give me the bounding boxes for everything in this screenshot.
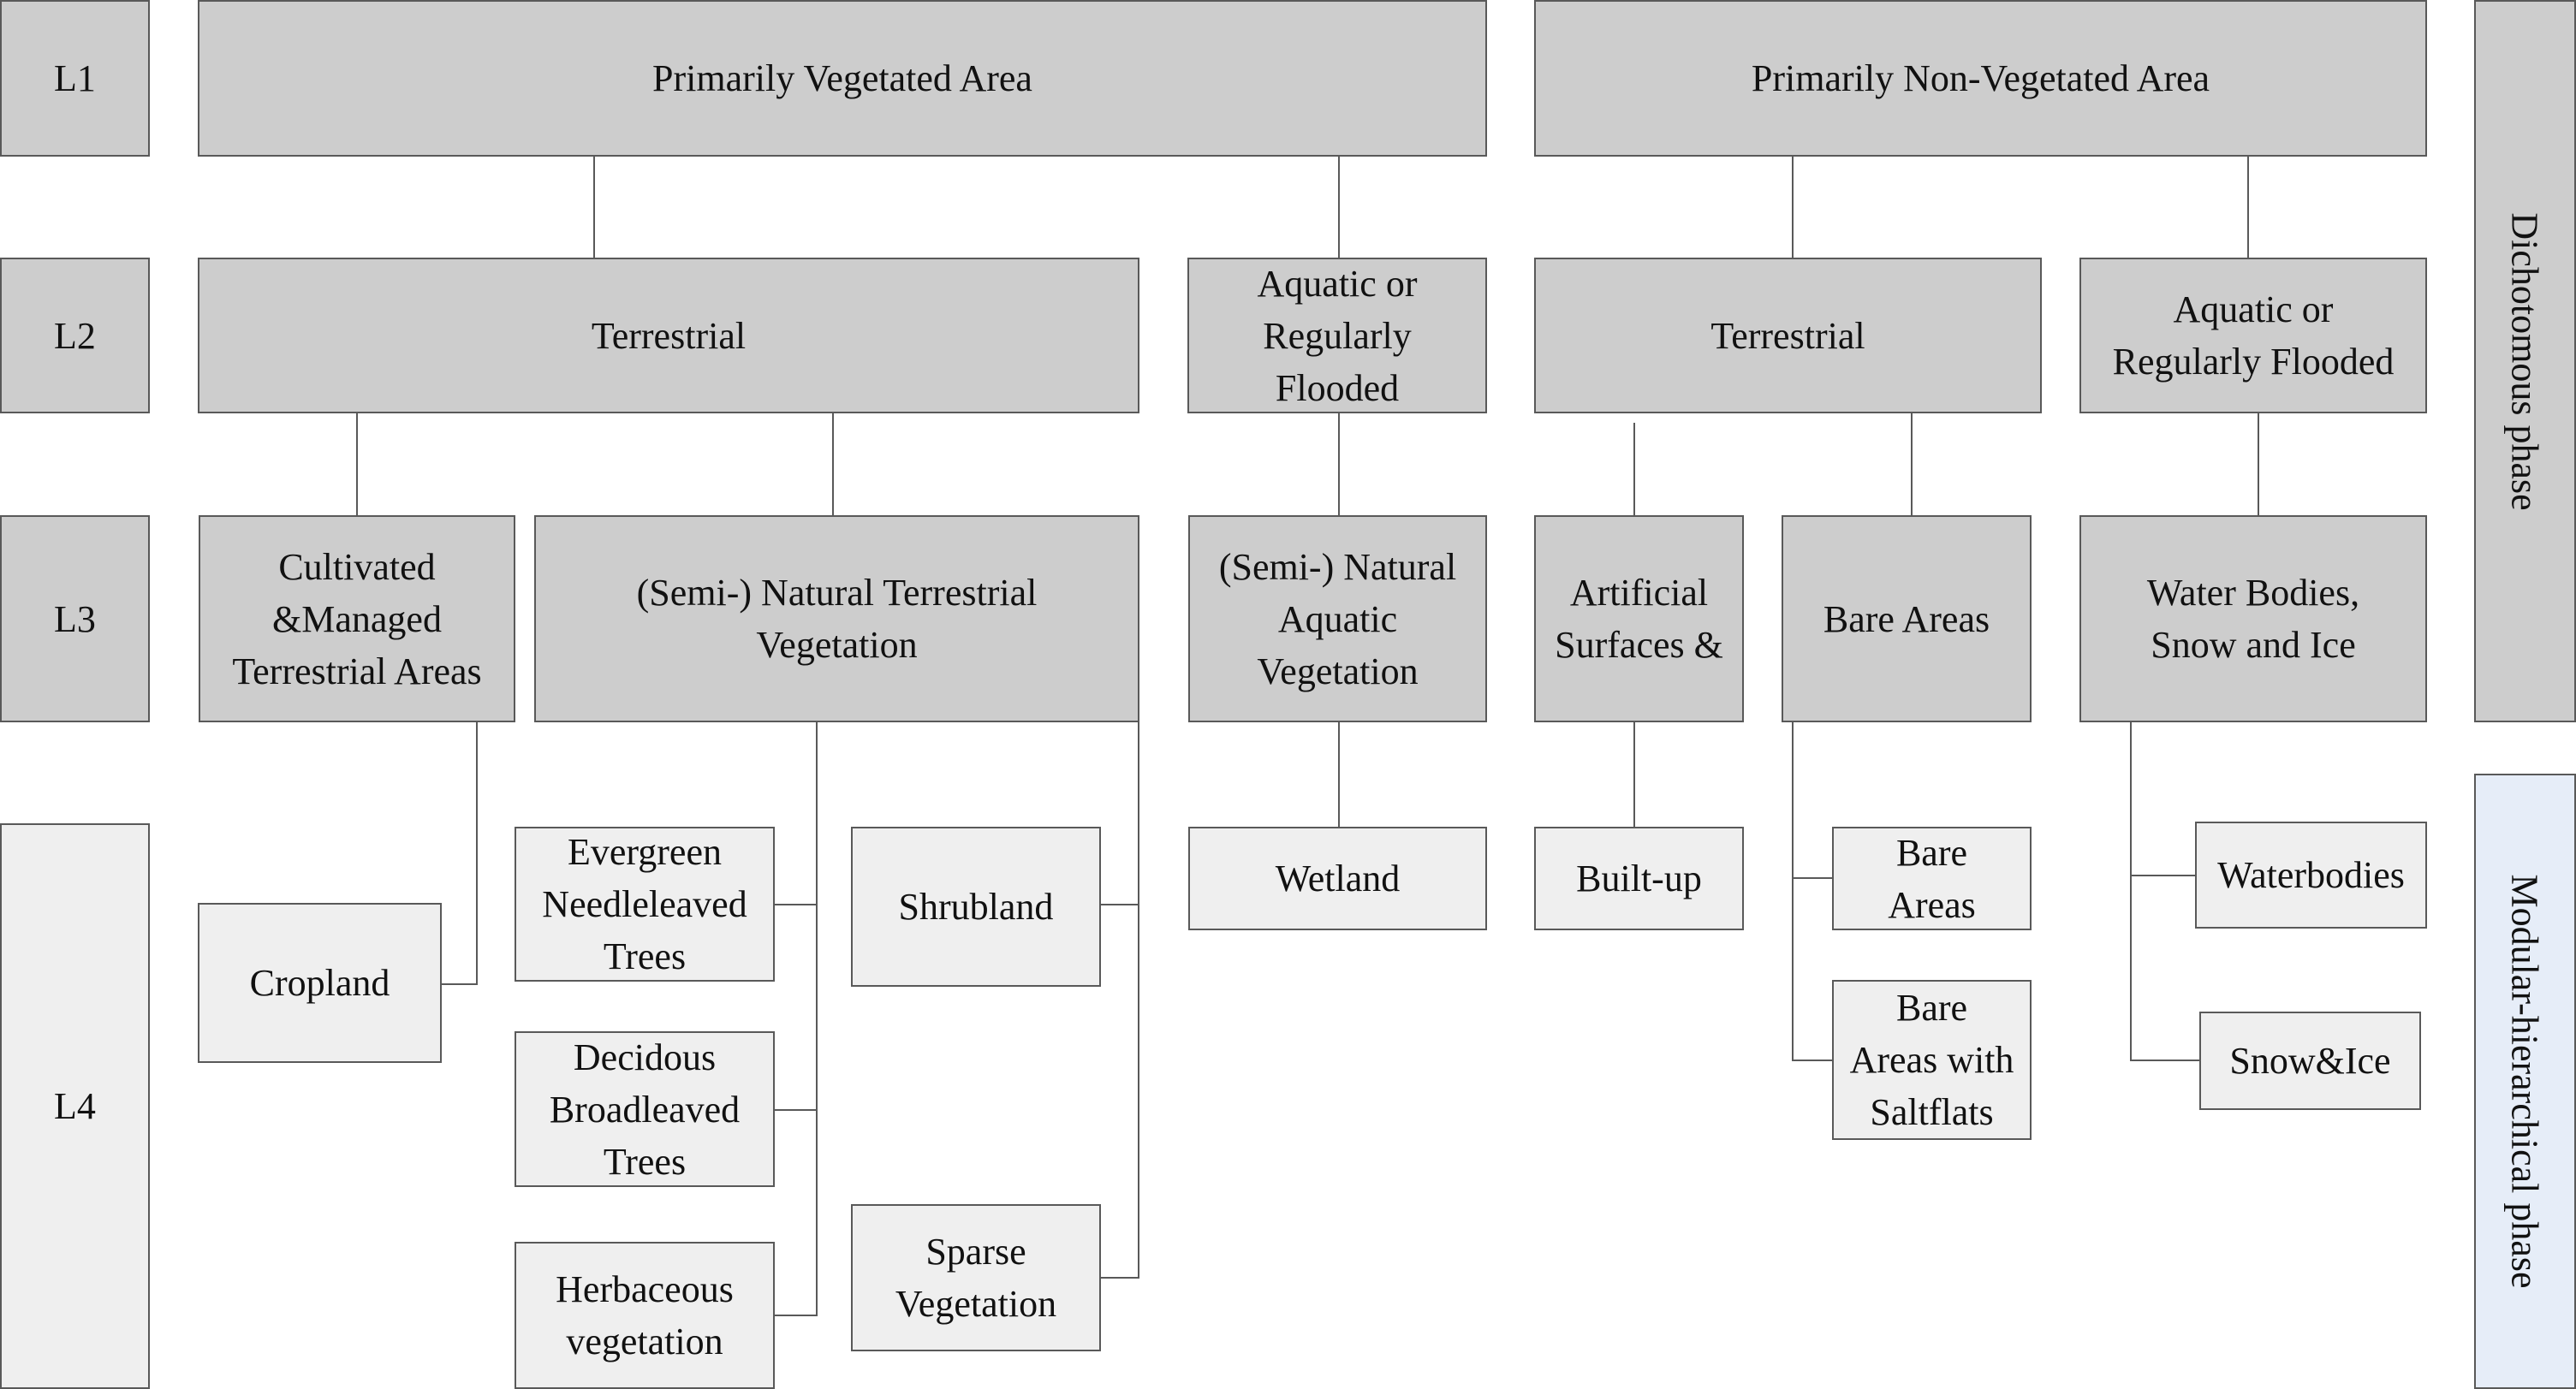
non-vegetated-terrestrial: Terrestrial bbox=[1534, 258, 2042, 413]
water-bodies-snow-ice: Water Bodies, Snow and Ice bbox=[2079, 515, 2427, 722]
bare-areas-category: Bare Areas bbox=[1782, 515, 2032, 722]
connector-line bbox=[1099, 1277, 1139, 1279]
connector-line bbox=[832, 412, 834, 520]
connector-line bbox=[1338, 155, 1340, 258]
non-vegetated-aquatic-regularly-flooded: Aquatic or Regularly Flooded bbox=[2079, 258, 2427, 413]
level-label-l3: L3 bbox=[0, 515, 150, 722]
connector-line bbox=[1792, 877, 1834, 879]
level-label-l1: L1 bbox=[0, 0, 150, 157]
connector-line bbox=[1911, 412, 1913, 515]
semi-natural-terrestrial-vegetation: (Semi-) Natural Terrestrial Vegetation bbox=[534, 515, 1139, 722]
primarily-non-vegetated-area: Primarily Non-Vegetated Area bbox=[1534, 0, 2427, 157]
connector-line bbox=[476, 721, 478, 985]
snow-and-ice: Snow&Ice bbox=[2199, 1012, 2421, 1110]
vegetated-aquatic-regularly-flooded: Aquatic or Regularly Flooded bbox=[1187, 258, 1487, 413]
sparse-vegetation: Sparse Vegetation bbox=[851, 1204, 1101, 1351]
connector-line bbox=[2130, 875, 2197, 876]
connector-line bbox=[1099, 904, 1139, 905]
connector-line bbox=[1792, 1060, 1834, 1061]
vegetated-terrestrial: Terrestrial bbox=[198, 258, 1139, 413]
connector-line bbox=[773, 904, 818, 905]
connector-line bbox=[2247, 155, 2249, 258]
built-up: Built-up bbox=[1534, 827, 1744, 930]
cropland: Cropland bbox=[198, 903, 442, 1063]
connector-line bbox=[1138, 721, 1139, 1279]
connector-line bbox=[1792, 155, 1794, 258]
connector-line bbox=[1338, 721, 1340, 827]
connector-line bbox=[1633, 721, 1635, 827]
semi-natural-aquatic-vegetation: (Semi-) Natural Aquatic Vegetation bbox=[1188, 515, 1487, 722]
connector-line bbox=[356, 412, 358, 515]
modular-hierarchical-phase-text: Modular-hierarchical phase bbox=[2504, 874, 2547, 1289]
connector-line bbox=[816, 721, 818, 1316]
connector-line bbox=[1338, 412, 1340, 515]
deciduous-broadleaved-trees: Decidous Broadleaved Trees bbox=[515, 1031, 775, 1187]
connector-line bbox=[773, 1109, 818, 1111]
herbaceous-vegetation: Herbaceous vegetation bbox=[515, 1242, 775, 1389]
connector-line bbox=[440, 983, 478, 985]
shrubland: Shrubland bbox=[851, 827, 1101, 987]
waterbodies: Waterbodies bbox=[2195, 822, 2427, 929]
connector-line bbox=[1633, 423, 1635, 515]
evergreen-needleleaved-trees: Evergreen Needleleaved Trees bbox=[515, 827, 775, 982]
artificial-surfaces: Artificial Surfaces & bbox=[1534, 515, 1744, 722]
wetland: Wetland bbox=[1188, 827, 1487, 930]
bare-areas-with-saltflats: Bare Areas with Saltflats bbox=[1832, 980, 2032, 1140]
level-label-l2: L2 bbox=[0, 258, 150, 413]
primarily-vegetated-area: Primarily Vegetated Area bbox=[198, 0, 1487, 157]
connector-line bbox=[2130, 721, 2132, 1061]
cultivated-managed-terrestrial-areas: Cultivated &Managed Terrestrial Areas bbox=[199, 515, 515, 722]
dichotomous-phase-text: Dichotomous phase bbox=[2504, 211, 2547, 511]
connector-line bbox=[2130, 1060, 2201, 1061]
modular-hierarchical-phase-label: Modular-hierarchical phase bbox=[2474, 774, 2576, 1389]
connector-line bbox=[593, 155, 595, 258]
dichotomous-phase-label: Dichotomous phase bbox=[2474, 0, 2576, 722]
level-label-l4: L4 bbox=[0, 823, 150, 1389]
connector-line bbox=[1792, 721, 1794, 1061]
bare-areas: Bare Areas bbox=[1832, 827, 2032, 930]
connector-line bbox=[2258, 412, 2259, 515]
connector-line bbox=[773, 1315, 818, 1316]
